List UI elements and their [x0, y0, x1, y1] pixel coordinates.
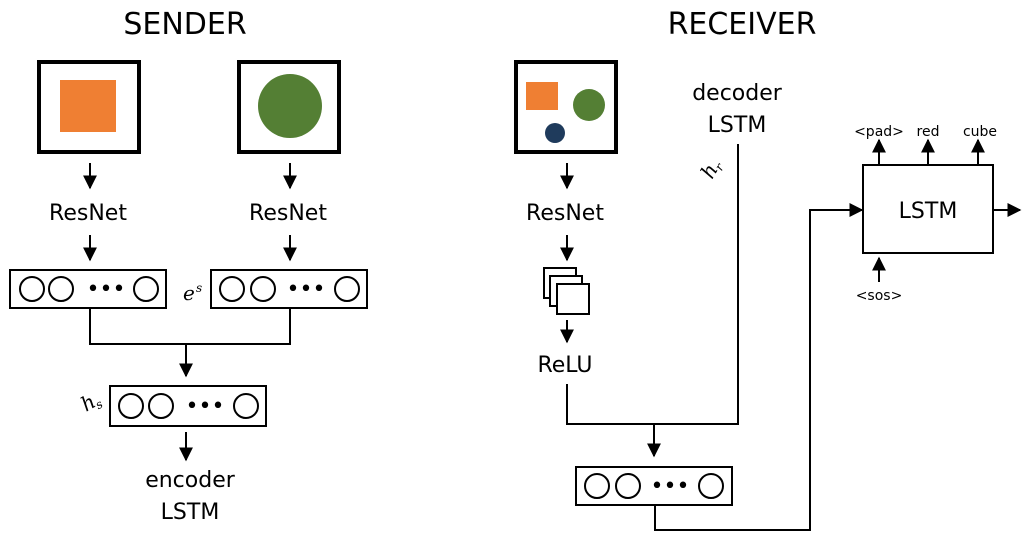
green-circle-shape — [258, 74, 322, 138]
merge-line — [89, 308, 291, 345]
receiver-image — [514, 60, 618, 154]
green-circle-shape — [573, 89, 605, 121]
sender-resnet-left: ResNet — [49, 201, 127, 226]
embed-subscript: s — [196, 281, 202, 295]
receiver-vector: ••• — [575, 466, 733, 506]
encoder-label-line2: LSTM — [161, 500, 220, 525]
vector-dots: ••• — [651, 474, 690, 499]
sender-title: SENDER — [123, 7, 246, 42]
vector-dots: ••• — [186, 394, 225, 419]
output-token-pad: <pad> — [854, 124, 904, 140]
hidden-state-label-receiver: h r — [696, 159, 728, 182]
orange-square-shape — [60, 80, 116, 132]
orange-square-shape — [526, 82, 558, 110]
receiver-resnet: ResNet — [526, 201, 604, 226]
encoder-label-line1: encoder — [145, 468, 236, 493]
sender-image-right — [237, 60, 341, 154]
decoder-label-line2: LSTM — [708, 113, 767, 138]
embedding-label: e s — [183, 281, 202, 305]
feature-maps-icon — [543, 267, 590, 315]
hidden-state-label-sender: h s — [77, 389, 106, 416]
embed-symbol: e — [183, 281, 195, 305]
sender-resnet-right: ResNet — [249, 201, 327, 226]
vector-dots: ••• — [287, 277, 326, 302]
receiver-title: RECEIVER — [668, 7, 817, 42]
sender-embedding-left: ••• — [9, 269, 167, 309]
lstm-label: LSTM — [899, 199, 958, 224]
receiver-merge-line — [566, 144, 739, 425]
sender-hidden-vector: ••• — [109, 385, 267, 427]
decoder-label-line1: decoder — [692, 81, 783, 106]
output-token-cube: cube — [963, 124, 997, 140]
vector-dots: ••• — [87, 277, 126, 302]
navy-circle-shape — [545, 123, 565, 143]
sender-embedding-right: ••• — [210, 269, 368, 309]
output-token-red: red — [917, 124, 940, 140]
sender-image-left — [37, 60, 141, 154]
receiver-relu: ReLU — [537, 353, 592, 378]
arrow-to-lstm — [654, 203, 864, 531]
input-token-sos: <sos> — [856, 288, 903, 304]
